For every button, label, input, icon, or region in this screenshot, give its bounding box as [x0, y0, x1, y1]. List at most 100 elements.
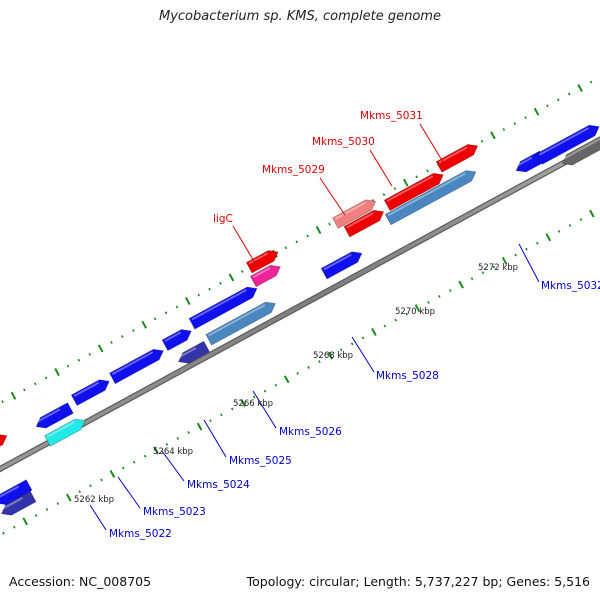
label-leader-line	[117, 476, 141, 509]
tick-mark	[132, 460, 136, 464]
tick-mark	[13, 525, 16, 529]
gene-arrow	[343, 209, 385, 238]
tick-mark	[577, 84, 583, 93]
gene-label: Mkms_5031	[360, 110, 423, 122]
tick-mark	[296, 371, 299, 375]
gene-highlight	[515, 156, 533, 168]
tick-mark	[175, 305, 179, 309]
tick-mark	[382, 193, 386, 196]
tick-mark	[1, 400, 4, 404]
tick-mark	[121, 335, 124, 338]
tick-mark	[44, 376, 48, 380]
tick-mark	[318, 360, 321, 363]
tick-mark	[153, 446, 159, 455]
gene-label: Mkms_5024	[187, 479, 250, 491]
tick-mark	[295, 240, 299, 244]
tick-mark	[132, 329, 135, 333]
gene-arrow	[332, 199, 377, 229]
gene-highlight	[0, 485, 20, 498]
gene-label: Mkms_5032	[541, 280, 600, 292]
tick-mark	[371, 327, 377, 336]
tick-mark	[45, 508, 49, 511]
tick-mark	[350, 342, 354, 346]
label-leader-line	[252, 390, 277, 429]
scale-label: 5270 kbp	[395, 307, 435, 317]
tick-mark	[567, 92, 571, 96]
tick-mark	[22, 517, 29, 526]
tick-mark	[284, 246, 288, 250]
tick-mark	[89, 484, 92, 488]
tick-mark	[208, 287, 211, 291]
scale-label: 5272 kbp	[478, 263, 518, 273]
label-leader-line	[319, 177, 346, 216]
gene-arrow	[205, 301, 276, 346]
tick-mark	[315, 226, 322, 235]
scale-label: 5264 kbp	[153, 447, 193, 457]
tick-mark	[501, 256, 508, 265]
tick-mark	[514, 253, 517, 257]
tick-mark	[393, 187, 397, 191]
gene-highlight	[248, 252, 269, 265]
tick-mark	[97, 344, 104, 353]
gene-highlight	[538, 127, 590, 156]
gene-arrow	[435, 144, 479, 173]
gene-label: Mkms_5025	[229, 455, 292, 467]
summary-text: Topology: circular; Length: 5,737,227 bp…	[246, 574, 590, 589]
label-leader-line	[89, 504, 107, 531]
tick-mark	[480, 139, 484, 143]
tick-mark	[240, 398, 246, 407]
gene-highlight	[323, 253, 352, 271]
tick-mark	[438, 295, 441, 298]
gene-arrow	[0, 434, 8, 447]
tick-mark	[66, 493, 72, 502]
gene-labels: ligCMkms_5029Mkms_5030Mkms_5031Mkms_5022…	[109, 110, 600, 540]
label-leader-line	[351, 336, 375, 373]
gene-arrow	[161, 329, 192, 352]
tick-mark	[283, 375, 290, 384]
tick-mark	[589, 80, 593, 84]
gene-arrow	[383, 172, 444, 212]
tick-mark	[405, 312, 408, 316]
tick-mark	[557, 229, 561, 233]
gene-highlight	[164, 331, 182, 342]
label-leader-line	[369, 149, 393, 187]
gene-highlight	[111, 351, 154, 375]
tick-mark	[470, 277, 474, 281]
tick-mark	[513, 122, 517, 125]
tick-mark	[546, 104, 549, 108]
gene-arrow	[178, 340, 210, 364]
tick-mark	[458, 280, 464, 289]
tick-mark	[110, 341, 113, 344]
tick-mark	[230, 407, 234, 411]
gene-highlight	[386, 175, 434, 202]
tick-mark	[525, 247, 528, 251]
tick-mark	[2, 531, 5, 535]
tick-mark	[165, 442, 169, 446]
tick-mark	[141, 320, 148, 329]
tick-mark	[557, 98, 560, 102]
gene-highlight	[252, 267, 271, 279]
gene-highlight	[73, 381, 100, 397]
tick-mark	[77, 358, 81, 362]
tick-mark	[176, 437, 180, 440]
backbone-line	[0, 141, 600, 472]
gene-arrow	[35, 402, 74, 429]
gene-highlight	[387, 172, 466, 217]
tick-mark	[122, 466, 125, 470]
tick-mark	[196, 422, 203, 431]
tick-mark	[153, 317, 157, 321]
tick-mark	[10, 391, 17, 400]
tick-mark	[414, 304, 421, 313]
tick-mark	[252, 395, 256, 399]
tick-mark	[143, 454, 147, 458]
gene-highlight	[346, 212, 374, 229]
tick-mark	[307, 366, 310, 369]
tick-mark	[23, 388, 26, 392]
label-leader-line	[161, 450, 185, 482]
tick-mark	[187, 431, 190, 434]
gene-arrow	[249, 264, 281, 288]
tick-mark	[219, 281, 222, 285]
tick-mark	[100, 478, 103, 482]
tick-mark	[490, 131, 496, 140]
